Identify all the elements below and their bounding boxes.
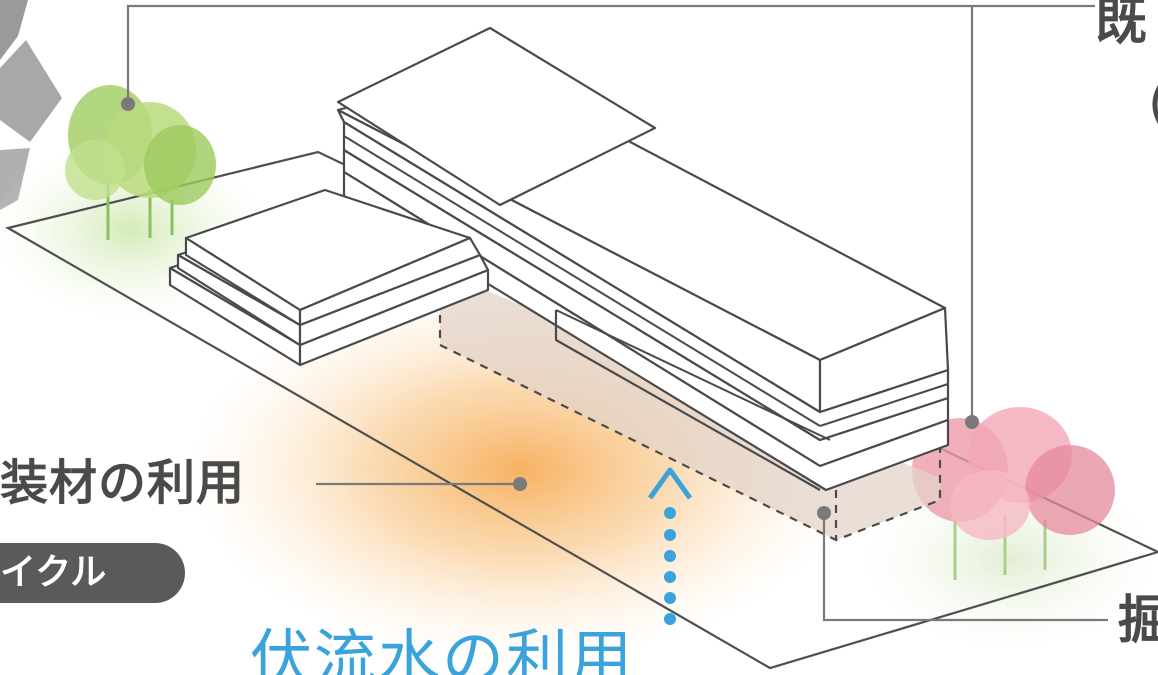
chevron-up-icon: [647, 467, 693, 500]
excavation-label: 掘: [1118, 591, 1158, 651]
left-wing: [168, 188, 490, 367]
existing-paren-label: (: [1148, 78, 1158, 130]
leader-dots: [121, 97, 979, 520]
recycle-badge: イクル: [0, 543, 185, 603]
main-building: [336, 26, 950, 492]
groundwater-arrow: [647, 467, 693, 625]
site-outline: [5, 150, 1158, 670]
leader-lines: [126, 4, 1108, 622]
groundwater-label: 伏流水の利用: [250, 622, 635, 675]
existing-label: 既: [1095, 0, 1148, 52]
exterior-material-label: 装材の利用: [0, 455, 246, 511]
